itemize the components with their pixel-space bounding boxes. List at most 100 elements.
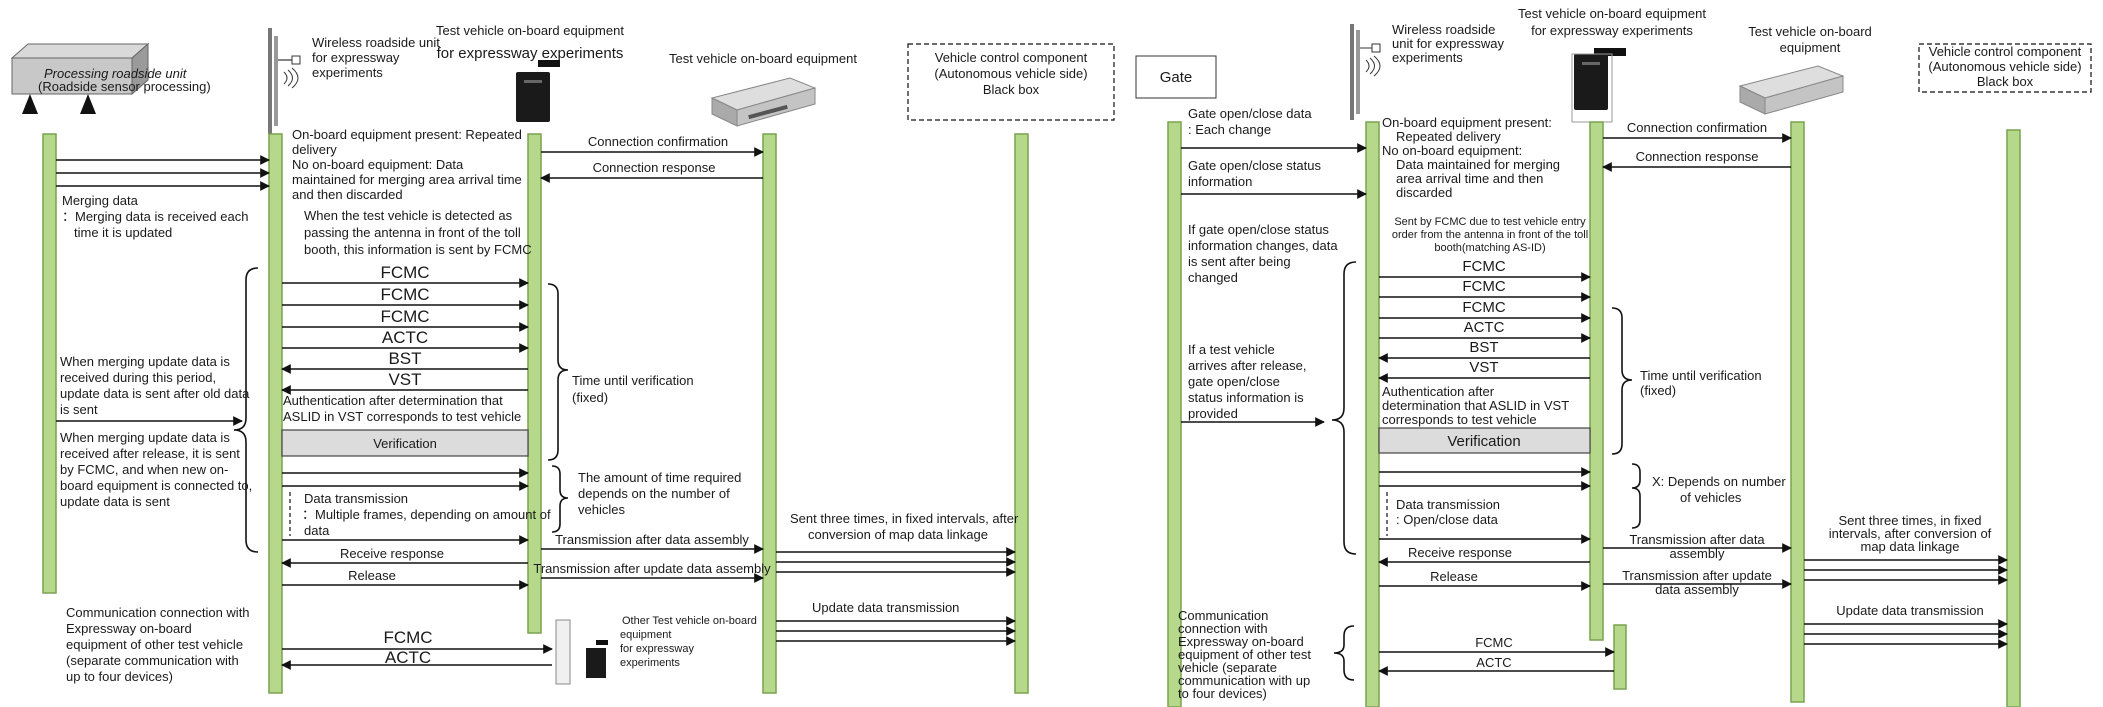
msg-actc: ACTC — [382, 328, 428, 347]
update-tx-note: Update data transmission — [812, 600, 959, 615]
right-msg-tx-after-assembly-2: assembly — [1670, 546, 1725, 561]
comm-note-4: (separate communication with — [66, 653, 239, 668]
lifeline-wireless-unit — [268, 133, 283, 694]
wireless-unit-label-1: Wireless roadside unit — [312, 35, 440, 50]
merging-data-note-3: time it is updated — [74, 225, 172, 240]
right-data-tx-note-2: : Open/close data — [1396, 512, 1499, 527]
test-obe-label-1: Test vehicle on-board equipment — [436, 23, 624, 38]
after-note-5: update data is sent — [60, 494, 170, 509]
processing-unit-title: Processing roadside unit — [44, 66, 188, 81]
after-note-1: When merging update data is — [60, 430, 230, 445]
sent-three-note-2: conversion of map data linkage — [808, 527, 988, 542]
gate-data-note-1: Gate open/close data — [1188, 106, 1312, 121]
other-obe-lifeline — [555, 619, 571, 685]
vcc-box — [907, 43, 1115, 121]
gate-label: Gate — [1160, 69, 1193, 86]
right-time-verif-2: (fixed) — [1640, 383, 1676, 398]
wireless-unit-label-2: for expressway — [312, 50, 400, 65]
vcc-label-2: (Autonomous vehicle side) — [934, 66, 1087, 81]
comm-note-5: up to four devices) — [66, 669, 173, 684]
gate-changes-note-4: changed — [1188, 270, 1238, 285]
lifeline-vcc — [1014, 133, 1029, 694]
vcc-label-3: Black box — [983, 82, 1040, 97]
wireless-antenna-icon — [268, 28, 301, 134]
other-obe-note-1: Other Test vehicle on-board — [622, 615, 757, 627]
during-note-1: When merging update data is — [60, 354, 230, 369]
comm-note-1: Communication connection with — [66, 605, 250, 620]
during-note-4: is sent — [60, 402, 98, 417]
right-msg-vst: VST — [1469, 359, 1498, 376]
data-tx-note-2: ：Multiple frames, depending on amount of — [302, 507, 551, 522]
right-msg-actc: ACTC — [1464, 319, 1505, 336]
auth-note-2: ASLID in VST corresponds to test vehicle — [283, 409, 521, 424]
right-obe-label-2: equipment — [1780, 40, 1841, 55]
right-obe-device-icon — [1571, 48, 1626, 123]
other-obe-note-2: equipment — [620, 629, 671, 641]
right-comm-note-3: Expressway on-board — [1178, 634, 1304, 649]
right-update-tx-note: Update data transmission — [1836, 603, 1983, 618]
wireless-unit-label-3: experiments — [312, 65, 383, 80]
verification-box — [281, 429, 529, 457]
right-data-tx-note-1: Data transmission — [1396, 497, 1500, 512]
msg-release: Release — [348, 568, 396, 583]
right-vcc-label-2: (Autonomous vehicle side) — [1928, 59, 2081, 74]
amount-note-1: The amount of time required — [578, 470, 741, 485]
msg-receive-response: Receive response — [340, 546, 444, 561]
right-comm-note-4: equipment of other test — [1178, 647, 1311, 662]
merging-data-note-2: ：Merging data is received each — [62, 209, 248, 224]
arrives-note-2: arrives after release, — [1188, 358, 1307, 373]
after-note-3: by FCMC, and when new on- — [60, 462, 228, 477]
right-msg-receive-response: Receive response — [1408, 545, 1512, 560]
brace-time-until-verification — [547, 283, 569, 461]
right-wireless-label-2: unit for expressway — [1392, 36, 1504, 51]
arrives-note-3: gate open/close — [1188, 374, 1280, 389]
comm-note-2: Expressway on-board — [66, 621, 192, 636]
time-verif-note-2: (fixed) — [572, 390, 608, 405]
merging-data-note-1: Merging data — [62, 193, 139, 208]
right-auth-note-3: corresponds to test vehicle — [1382, 412, 1537, 427]
right-msg-tx-after-update-2: data assembly — [1655, 582, 1739, 597]
right-msg-fcmc-3: FCMC — [1462, 299, 1505, 316]
gate-changes-note-1: If gate open/close status — [1188, 222, 1329, 237]
brace-amount-of-time — [551, 465, 569, 533]
detected-note-1: When the test vehicle is detected as — [304, 208, 513, 223]
right-msg-tx-after-assembly-1: Transmission after data — [1629, 532, 1765, 547]
right-msg-conn-response: Connection response — [1636, 149, 1759, 164]
arrives-note-4: status information is — [1188, 390, 1304, 405]
right-depends-note-1: X: Depends on number — [1652, 474, 1786, 489]
amount-note-3: vehicles — [578, 502, 625, 517]
vcc-label-1: Vehicle control component — [935, 50, 1088, 65]
gate-changes-note-3: is sent after being — [1188, 254, 1291, 269]
obe-label: Test vehicle on-board equipment — [669, 51, 857, 66]
right-obe-label-1: Test vehicle on-board — [1748, 24, 1872, 39]
other-obe-note-3: for expressway — [620, 643, 694, 655]
sent-three-note-1: Sent three times, in fixed intervals, af… — [790, 511, 1019, 526]
right-msg-tx-after-update-1: Transmission after update — [1622, 568, 1772, 583]
right-brace-period — [1331, 261, 1357, 555]
comm-note-3: equipment of other test vehicle — [66, 637, 243, 652]
lifeline-processing-unit — [42, 133, 57, 594]
processing-roadside-unit: Processing roadside unit (Roadside senso… — [10, 42, 211, 114]
obe-present-note-1: On-board equipment present: Repeated — [292, 127, 522, 142]
lifeline-obe — [762, 133, 777, 694]
msg-conn-response: Connection response — [593, 160, 716, 175]
msg-fcmc-3: FCMC — [380, 307, 429, 326]
right-verification-box — [1378, 427, 1591, 454]
server-device-icon — [710, 77, 817, 127]
other-obe-note-4: experiments — [620, 657, 680, 669]
right-auth-note-2: determination that ASLID in VST — [1382, 398, 1569, 413]
right-no-obe-2: Data maintained for merging — [1396, 157, 1560, 172]
processing-unit-subtitle: (Roadside sensor processing) — [38, 79, 211, 94]
right-lifeline-vcc — [2006, 129, 2021, 707]
obe-present-note-2: delivery — [292, 142, 337, 157]
gate-data-note-2: : Each change — [1188, 122, 1271, 137]
right-wireless-label-1: Wireless roadside — [1392, 22, 1495, 37]
right-obe-present-2: Repeated delivery — [1396, 129, 1501, 144]
right-lifeline-other-obe — [1613, 624, 1627, 690]
obe-device-icon — [516, 60, 560, 122]
right-wireless-antenna-icon — [1350, 24, 1381, 120]
right-comm-note-7: to four devices) — [1178, 686, 1267, 701]
right-test-obe-label-1: Test vehicle on-board equipment — [1518, 6, 1706, 21]
msg-fcmc-1: FCMC — [380, 263, 429, 282]
